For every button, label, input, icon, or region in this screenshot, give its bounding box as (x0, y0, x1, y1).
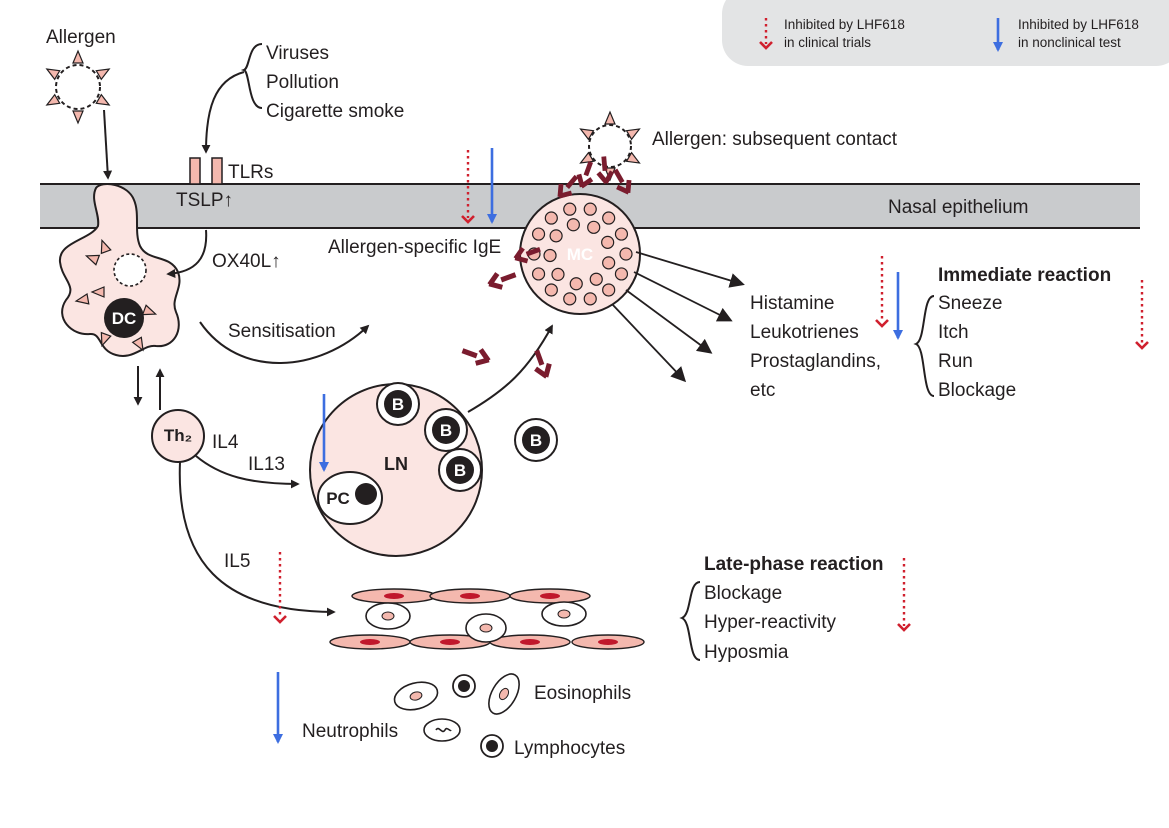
eosinophil (488, 673, 520, 715)
late-phase-item: Hyper-reactivity (704, 612, 836, 633)
plasma-cell (317, 471, 383, 525)
label-lymphocytes: Lymphocytes (514, 738, 626, 759)
mast-cell-granule (531, 227, 546, 241)
mast-cell-granule (614, 267, 629, 281)
blood-vessel (329, 588, 645, 650)
label-viruses: Viruses (266, 43, 330, 64)
label-b-cell: B (439, 421, 453, 440)
mast-cell-granule (589, 272, 603, 286)
mediator-item: Prostaglandins, (750, 351, 881, 372)
label-sensitisation: Sensitisation (228, 321, 336, 342)
label-b-cell: B (529, 431, 543, 450)
label-tslp: TSLP↑ (176, 190, 234, 211)
immediate-item: Sneeze (938, 293, 1003, 314)
inhibit-mediators-clinical-arrow-head (875, 319, 889, 328)
label-allergen-subsequent: Allergen: subsequent contact (652, 129, 898, 150)
late-phase-item: Hyposmia (704, 642, 789, 663)
legend-nonclinical-line1: Inhibited by LHF618 (1018, 17, 1139, 32)
mast-cell-granule (602, 283, 616, 297)
mast-cell-granule (619, 247, 633, 261)
eosinophil (393, 681, 439, 711)
inhibit-late-phase-clinical-arrow-head (897, 623, 911, 632)
legend-clinical-arrow-icon-head (759, 41, 773, 50)
label-b-cell: B (453, 461, 467, 480)
lymphocyte (452, 674, 476, 698)
late-phase-item: Blockage (704, 583, 783, 604)
label-ige: Allergen-specific IgE (328, 237, 502, 258)
immediate-item: Blockage (938, 380, 1017, 401)
inhibition-arrows (273, 18, 1149, 744)
immediate-item: Run (938, 351, 973, 372)
label-il13: IL13 (248, 454, 285, 475)
label-cigarette-smoke: Cigarette smoke (266, 101, 405, 122)
b-cell (424, 408, 468, 452)
label-ox40l: OX40L↑ (212, 251, 281, 272)
mast-cell-granule (583, 202, 597, 216)
b-cell (438, 448, 482, 492)
allergen-particle (43, 50, 113, 124)
mast-cell-granule (601, 235, 615, 249)
immediate-reaction-title: Immediate reaction (938, 265, 1112, 286)
th2-cell (151, 409, 205, 463)
mast-cell-granule (551, 267, 565, 281)
label-nasal-epithelium: Nasal epithelium (888, 197, 1029, 218)
tlr-receptor (189, 157, 201, 185)
label-b-cell: B (391, 395, 405, 414)
mediator-item: etc (750, 380, 776, 401)
tlr-receptor (211, 157, 223, 185)
neutrophil (423, 718, 461, 742)
b-cell (376, 382, 420, 426)
immediate-item: Itch (938, 322, 969, 343)
inhibit-ige-clinical-arrow-head (461, 215, 475, 224)
label-il5: IL5 (224, 551, 251, 572)
label-neutrophils: Neutrophils (302, 721, 399, 742)
late-phase-title: Late-phase reaction (704, 554, 884, 575)
mast-cell-granule (569, 277, 583, 291)
mast-cell-granule (544, 283, 558, 297)
inhibit-immediate-clinical-arrow-head (1135, 341, 1149, 350)
mast-cell-granule (566, 218, 580, 232)
eosinophil (465, 613, 507, 643)
mast-cell-granule (602, 211, 616, 225)
mast-cell-granule (544, 211, 558, 225)
mast-cell-granule (549, 229, 563, 243)
eosinophil (365, 602, 411, 630)
mast-cell-granule (602, 256, 616, 270)
label-ln: LN (384, 454, 408, 474)
label-dc: DC (111, 309, 137, 328)
mediator-item: Leukotrienes (750, 322, 859, 343)
label-tlrs: TLRs (228, 162, 274, 183)
label-eosinophils: Eosinophils (534, 683, 632, 704)
legend-clinical-line1: Inhibited by LHF618 (784, 17, 905, 32)
mast-cell-granule (563, 202, 577, 216)
legend-panel (722, 0, 1169, 66)
mast-cell-granule (543, 248, 557, 263)
mediator-item: Histamine (750, 293, 835, 314)
label-pollution: Pollution (266, 72, 339, 93)
label-pc: PC (326, 489, 350, 508)
allergen-particle-subsequent (577, 111, 643, 181)
label-th2: Th₂ (163, 426, 193, 445)
mast-cell-granule (587, 220, 601, 234)
inhibit-il5-clinical-arrow-head (273, 615, 287, 624)
label-allergen: Allergen (46, 27, 116, 48)
lymphocyte (480, 734, 504, 758)
mast-cell-granule (563, 292, 577, 306)
label-mc: MC (566, 245, 594, 264)
mast-cell-granule (614, 227, 629, 241)
legend-nonclinical-line2: in nonclinical test (1018, 35, 1121, 50)
mast-cell-granule (583, 292, 597, 306)
eosinophil (541, 601, 587, 627)
b-cell (514, 418, 558, 462)
legend-clinical-line2: in clinical trials (784, 35, 872, 50)
label-il4: IL4 (212, 432, 239, 453)
mast-cell-granule (531, 267, 546, 281)
